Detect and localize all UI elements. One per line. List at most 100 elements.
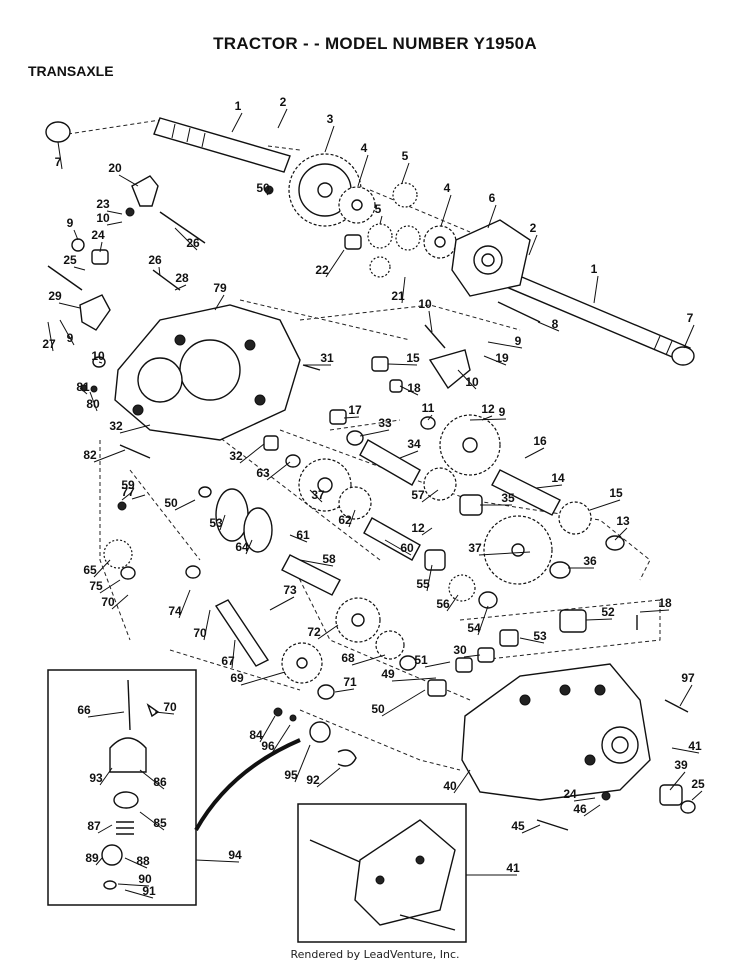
callout-number: 25 (63, 253, 77, 267)
shaft-72 (214, 599, 270, 667)
callout-number: 41 (506, 861, 520, 875)
callout-leader-line (535, 484, 563, 489)
callout-number: 5 (402, 149, 409, 163)
callout-number: 80 (86, 397, 100, 411)
callout-number: 61 (296, 528, 310, 542)
callout-leader-line (139, 769, 165, 790)
callout-leader-line (124, 857, 148, 869)
callout-number: 9 (499, 405, 506, 419)
callout-number: 13 (616, 514, 630, 528)
callout-number: 10 (418, 297, 432, 311)
callout-leader-line (158, 266, 161, 277)
callout-number: 87 (87, 819, 101, 833)
callout-number: 70 (193, 626, 207, 640)
brackets (79, 175, 471, 390)
callout-leader-line (106, 221, 123, 226)
shaft-35 (359, 439, 421, 486)
callout-number: 19 (495, 351, 509, 365)
callout-leader-line (299, 559, 334, 567)
callout-leader-line (483, 355, 507, 366)
callout-number: 26 (186, 236, 200, 250)
footer-credit: Rendered by LeadVenture, Inc. (290, 948, 460, 961)
callout-leader-line (93, 559, 111, 578)
callout-leader-line (174, 227, 198, 251)
callout-leader-line (639, 609, 670, 613)
callout-number: 64 (235, 540, 249, 554)
gear-75 (103, 539, 133, 569)
callout-number: 22 (315, 263, 329, 277)
callout-number: 77 (121, 485, 135, 499)
callout-leader-line (99, 767, 113, 786)
callout-leader-line (111, 594, 129, 610)
callout-leader-line (89, 391, 98, 412)
callout-leader-line (95, 857, 103, 866)
callout-leader-line (428, 310, 433, 333)
callout-number: 35 (501, 491, 515, 505)
callout-leader-line (334, 688, 355, 693)
callout-number: 60 (400, 541, 414, 555)
callout-leader-line (59, 319, 75, 346)
callout-leader-line (118, 174, 139, 187)
callout-number: 18 (407, 381, 421, 395)
callout-leader-line (487, 341, 523, 349)
callout-leader-line (231, 639, 236, 669)
section-title: TRANSAXLE (28, 63, 114, 79)
callout-number: 62 (338, 513, 352, 527)
shaft-14 (491, 469, 561, 516)
callout-number: 41 (688, 739, 702, 753)
callout-number: 93 (89, 771, 103, 785)
callout-leader-line (387, 363, 418, 366)
callout-leader-line (421, 489, 439, 503)
washers (71, 238, 696, 814)
callout-number: 46 (573, 802, 587, 816)
callout-number: 90 (138, 872, 152, 886)
callout-number: 75 (89, 579, 103, 593)
callout-number: 58 (322, 552, 336, 566)
case-half-31 (114, 304, 301, 441)
callout-number: 32 (229, 449, 243, 463)
callout-leader-line (453, 769, 471, 794)
callout-number: 89 (85, 851, 99, 865)
case-half-39 (461, 663, 651, 801)
callout-number: 10 (91, 349, 105, 363)
upper-axle-shaft (153, 117, 291, 173)
callout-leader-line (614, 527, 628, 541)
callout-leader-line (357, 154, 369, 187)
callout-number: 71 (343, 675, 357, 689)
callout-leader-line (79, 387, 88, 395)
gear-71 (281, 642, 323, 684)
callout-number: 73 (283, 583, 297, 597)
callout-number: 3 (327, 112, 334, 126)
callout-number: 53 (533, 629, 547, 643)
callout-number: 30 (453, 643, 467, 657)
callout-leader-line (97, 824, 113, 834)
callout-number: 70 (101, 595, 115, 609)
callout-number: 50 (371, 702, 385, 716)
callout-number: 65 (83, 563, 97, 577)
callout-leader-line (174, 284, 187, 291)
callout-leader-line (259, 715, 276, 743)
callout-number: 18 (658, 596, 672, 610)
shaft-59 (281, 554, 341, 596)
callout-leader-line (119, 424, 151, 434)
gear-13 (558, 501, 592, 535)
callout-number: 4 (361, 141, 368, 155)
callout-leader-line (239, 443, 265, 464)
callout-number: 25 (691, 777, 705, 791)
callout-number: 67 (221, 654, 235, 668)
callout-number: 81 (76, 380, 90, 394)
callout-number: 10 (96, 211, 110, 225)
gear-62 (298, 458, 352, 512)
callout-number: 49 (381, 667, 395, 681)
page-title: TRACTOR - - MODEL NUMBER Y1950A (213, 34, 537, 53)
callout-leader-line (391, 677, 437, 682)
callout-number: 37 (468, 541, 482, 555)
callout-number: 88 (136, 854, 150, 868)
callout-leader-line (294, 744, 311, 783)
callout-number: 72 (307, 625, 321, 639)
callout-leader-line (421, 527, 433, 536)
callout-number: 51 (414, 653, 428, 667)
callout-number: 56 (436, 597, 450, 611)
